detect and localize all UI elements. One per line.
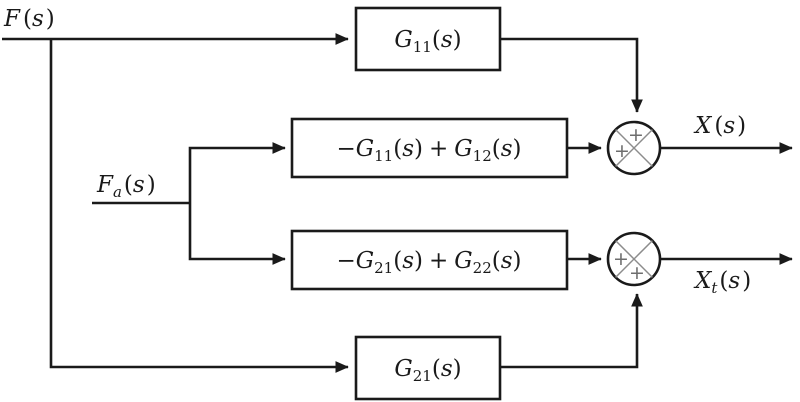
sum-bottom-cross-b <box>615 240 653 278</box>
output-label-x: X(s) <box>693 113 746 139</box>
sum-top[interactable]: + + <box>606 120 662 176</box>
input-label-f: F(s) <box>3 6 55 32</box>
block-mg11-pg12[interactable] <box>290 117 569 179</box>
block-g11[interactable] <box>354 6 502 72</box>
sum-bottom-sign-left: + <box>613 248 629 270</box>
input-label-fa: Fa(s) <box>96 172 156 201</box>
sum-top-sign-top: + <box>628 124 644 146</box>
block-g21[interactable] <box>354 335 502 401</box>
output-label-xt: Xt(s) <box>693 268 751 297</box>
wire-f-branch-to-g21 <box>49 39 349 373</box>
block-mg21-pg22[interactable] <box>290 229 569 291</box>
wire-fa-to-block3 <box>188 203 286 265</box>
block-g21-label: G21(s) <box>394 356 461 385</box>
sum-bottom-sign-bottom: + <box>629 262 645 284</box>
sum-bottom[interactable]: + + <box>606 231 662 287</box>
sum-top-cross-b <box>615 129 653 167</box>
wire-fa-to-block2 <box>188 142 286 203</box>
wire-g21-to-sum-bottom <box>500 293 643 369</box>
wire-g11-to-sum-top <box>500 37 643 113</box>
sum-top-sign-left: + <box>614 140 630 162</box>
block-g11-label: G11(s) <box>394 27 461 56</box>
block-mg21-pg22-label: −G21(s)+G22(s) <box>336 248 521 277</box>
block-mg11-pg12-label: −G11(s)+G12(s) <box>336 136 521 165</box>
